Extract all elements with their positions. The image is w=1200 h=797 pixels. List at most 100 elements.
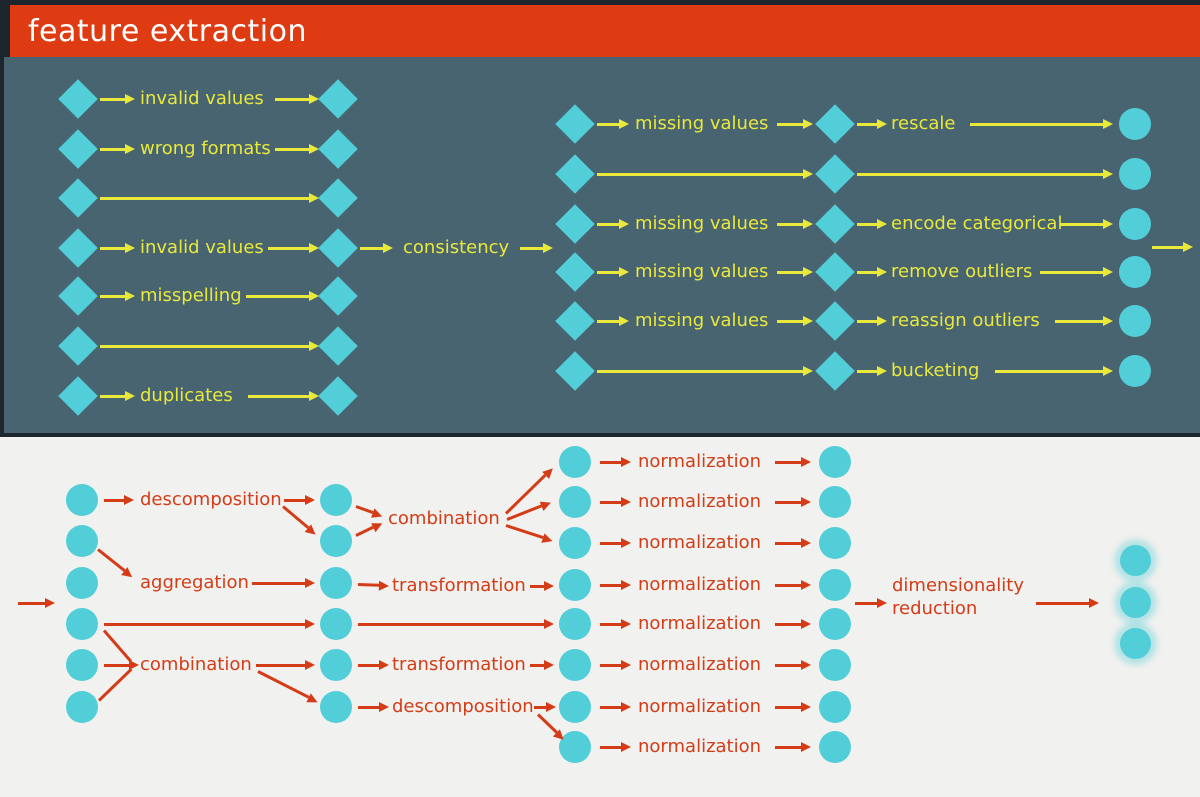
label-bottom-stage2_labels-2: transformation (392, 654, 526, 675)
flow-arrow (100, 94, 135, 104)
circle-node (1119, 208, 1151, 240)
diamond-node (815, 252, 855, 292)
flow-arrow (530, 660, 554, 670)
flow-arrow (600, 742, 631, 752)
arrowhead-icon (803, 119, 813, 129)
flow-arrow (775, 580, 811, 590)
circle-node (819, 486, 851, 518)
arrowhead-icon (621, 702, 631, 712)
flow-arrow (104, 495, 134, 505)
circle-node (320, 649, 352, 681)
diamond-node (318, 228, 358, 268)
label-bottom-stage1_labels-0: descomposition (140, 489, 282, 510)
arrowhead-icon (1103, 169, 1113, 179)
circle-node (1119, 158, 1151, 190)
flow-arrow (775, 702, 811, 712)
flow-arrow (1055, 316, 1113, 326)
label-top-pre_labels-0: missing values (635, 113, 769, 134)
flow-arrow (597, 267, 629, 277)
circle-node (559, 691, 591, 723)
circle-node (320, 691, 352, 723)
flow-arrow (777, 119, 813, 129)
diamond-node (815, 204, 855, 244)
arrowhead-icon (379, 702, 389, 712)
circle-node (559, 649, 591, 681)
flow-arrow (257, 669, 321, 706)
label-bottom-normalization_labels-1: normalization (638, 491, 762, 512)
label-bottom-stage2_labels-0: combination (388, 508, 500, 529)
circle-node (559, 731, 591, 763)
arrowhead-icon (305, 495, 315, 505)
label-top-post_labels-4: reassign outliers (891, 310, 1040, 331)
flow-arrow (530, 581, 554, 591)
flow-arrow (282, 504, 319, 538)
flow-arrow (355, 518, 385, 537)
arrowhead-icon (309, 144, 319, 154)
flow-arrow (597, 119, 629, 129)
flow-arrow (256, 660, 315, 670)
flow-arrow (100, 243, 135, 253)
circle-node (819, 649, 851, 681)
arrowhead-icon (383, 243, 393, 253)
arrowhead-icon (621, 580, 631, 590)
circle-node (559, 446, 591, 478)
flow-arrow (855, 598, 887, 608)
diamond-node (318, 276, 358, 316)
arrowhead-icon (803, 366, 813, 376)
arrowhead-icon (877, 316, 887, 326)
arrowhead-icon (304, 523, 319, 538)
flow-arrow (597, 316, 629, 326)
flow-arrow (777, 267, 813, 277)
label-top-hub_label: consistency (403, 237, 510, 258)
flow-arrow (775, 742, 811, 752)
flow-arrow (857, 219, 887, 229)
arrowhead-icon (1103, 366, 1113, 376)
arrowhead-icon (803, 316, 813, 326)
diamond-node (555, 104, 595, 144)
diamond-node (58, 178, 98, 218)
label-bottom-normalization_labels-2: normalization (638, 532, 762, 553)
arrowhead-icon (541, 532, 555, 546)
flow-arrow (775, 660, 811, 670)
flow-arrow (600, 580, 631, 590)
arrowhead-icon (544, 619, 554, 629)
flow-arrow (970, 119, 1113, 129)
label-bottom-normalization_labels-3: normalization (638, 574, 762, 595)
diamond-node (318, 376, 358, 416)
arrowhead-icon (621, 538, 631, 548)
label-bottom-normalization_labels-5: normalization (638, 654, 762, 675)
title-banner: feature extraction (10, 5, 1200, 57)
result-circle-node (1119, 627, 1151, 659)
arrowhead-icon (124, 495, 134, 505)
flow-arrow (1036, 598, 1099, 608)
flow-arrow (252, 578, 315, 588)
diamond-node (58, 228, 98, 268)
flow-arrow (600, 457, 631, 467)
flow-arrow (775, 497, 811, 507)
flow-arrow (268, 243, 319, 253)
label-top-left_labels-1: wrong formats (140, 138, 271, 159)
flow-arrow (597, 219, 629, 229)
arrowhead-icon (801, 619, 811, 629)
arrowhead-icon (305, 578, 315, 588)
arrowhead-icon (877, 598, 887, 608)
arrowhead-icon (309, 291, 319, 301)
arrowhead-icon (877, 119, 887, 129)
flow-arrow (857, 169, 1113, 179)
diamond-node (815, 301, 855, 341)
exit-arrow (1152, 242, 1193, 252)
flow-arrow (536, 712, 568, 743)
arrowhead-icon (309, 94, 319, 104)
arrowhead-icon (309, 391, 319, 401)
label-bottom-normalization_labels-7: normalization (638, 736, 762, 757)
entry-arrow (18, 598, 55, 608)
flow-arrow (1060, 219, 1113, 229)
circle-node (819, 527, 851, 559)
label-bottom-stage1_labels-1: aggregation (140, 572, 249, 593)
flow-arrow (995, 366, 1113, 376)
circle-node (320, 484, 352, 516)
diamond-node (58, 276, 98, 316)
circle-node (1119, 108, 1151, 140)
